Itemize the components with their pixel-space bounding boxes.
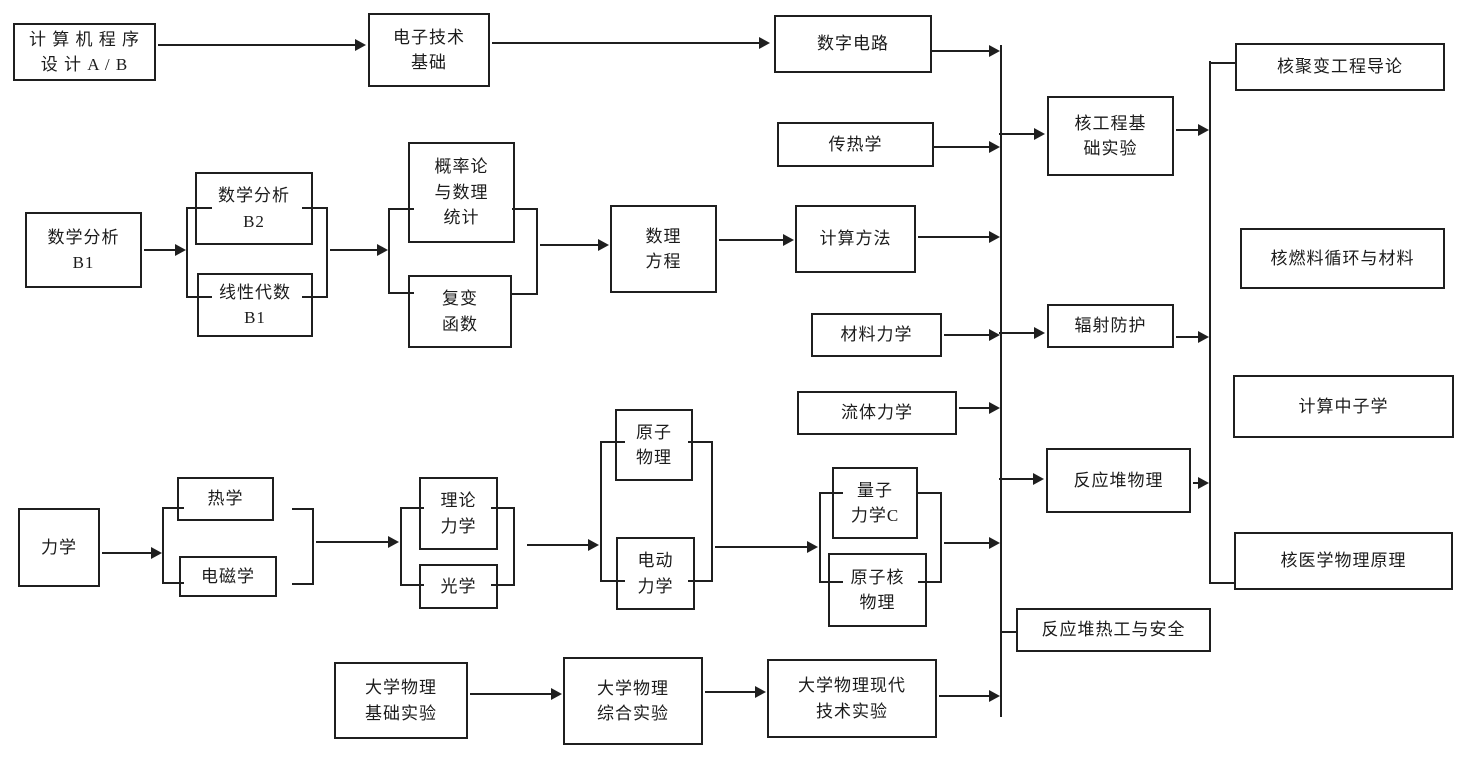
bracket-left-quantum-nuclear-pair	[819, 492, 843, 583]
node-math-physics-equations: 数理 方程	[610, 205, 717, 293]
node-thermology: 热学	[177, 477, 274, 521]
node-electrodynamics: 电动 力学	[616, 537, 695, 610]
node-electromagnetism: 电磁学	[179, 556, 277, 597]
bracket-left-prob-complex-pair	[388, 208, 414, 294]
node-computational-methods: 计算方法	[795, 205, 916, 273]
bracket-right-prob-complex-pair	[512, 208, 538, 295]
arrow-complab-to-modernlab	[705, 686, 766, 698]
bracket-right-theory-optics-pair	[491, 507, 515, 586]
arrow-bus-to-nuclear-lab	[999, 128, 1045, 140]
bracket-right-math-pair	[302, 207, 328, 298]
arrow-basiclab-to-complab	[470, 688, 562, 700]
arrow-nuclear-lab-to-bus2	[1176, 124, 1209, 136]
arrow-modernlab-to-bus	[939, 690, 1000, 702]
node-computer-programming: 计 算 机 程 序 设 计 A / B	[13, 23, 156, 81]
tick-nuclear-medicine	[1211, 582, 1235, 584]
bracket-right-quantum-nuclear-pair	[918, 492, 942, 583]
node-nuclear-engineering-lab: 核工程基 础实验	[1047, 96, 1174, 176]
node-nuclear-fuel-cycle: 核燃料循环与材料	[1240, 228, 1445, 289]
tick-fusion-intro	[1211, 62, 1236, 64]
arrow-reactor-physics-to-bus2	[1193, 477, 1209, 489]
arrow-electronics-to-digital	[492, 37, 770, 49]
arrow-bus-to-reactor-physics	[999, 473, 1044, 485]
node-electronic-technology: 电子技术 基础	[368, 13, 490, 87]
node-nuclear-medicine-physics: 核医学物理原理	[1234, 532, 1453, 590]
node-math-analysis-b1: 数学分析 B1	[25, 212, 142, 288]
tick-reactor-thermal-safety	[1002, 631, 1016, 633]
arrow-mathb1-to-pair	[144, 244, 186, 256]
arrow-materials-to-bus	[944, 329, 1000, 341]
arrow-fluid-to-bus	[959, 402, 1000, 414]
arrow-quantum-pair-to-bus	[944, 537, 1000, 549]
node-fluid-mechanics: 流体力学	[797, 391, 957, 435]
node-computational-neutronics: 计算中子学	[1233, 375, 1454, 438]
node-quantum-mechanics-c: 量子 力学C	[832, 467, 918, 539]
arrow-compmethods-to-bus	[918, 231, 1000, 243]
node-fusion-engineering-intro: 核聚变工程导论	[1235, 43, 1445, 91]
node-atomic-physics: 原子 物理	[615, 409, 693, 481]
node-physics-modern-tech-lab: 大学物理现代 技术实验	[767, 659, 937, 738]
arrow-radiation-to-bus2	[1176, 331, 1209, 343]
arrow-atomic-pair-to-quantum-pair	[715, 541, 818, 553]
arrow-theory-pair-to-atomic-pair	[527, 539, 599, 551]
node-probability-statistics: 概率论 与数理 统计	[408, 142, 515, 243]
arrow-mechanics-to-pair	[102, 547, 162, 559]
node-mechanics: 力学	[18, 508, 100, 587]
bracket-right-atomic-ed-pair	[688, 441, 713, 582]
arrow-programming-to-electronics	[158, 39, 366, 51]
bus-line-right	[1209, 61, 1211, 584]
arrow-thermo-pair-to-theory-pair	[316, 536, 399, 548]
node-complex-functions: 复变 函数	[408, 275, 512, 348]
node-linear-algebra-b1: 线性代数 B1	[197, 273, 313, 337]
node-theoretical-mechanics: 理论 力学	[419, 477, 498, 550]
bracket-left-math-pair	[186, 207, 212, 298]
node-physics-basic-lab: 大学物理 基础实验	[334, 662, 468, 739]
node-nuclear-physics: 原子核 物理	[828, 553, 927, 627]
bracket-left-theory-optics-pair	[400, 507, 424, 586]
node-material-mechanics: 材料力学	[811, 313, 942, 357]
node-math-analysis-b2: 数学分析 B2	[195, 172, 313, 245]
node-radiation-protection: 辐射防护	[1047, 304, 1174, 348]
arrow-mathphys-to-compmethods	[719, 234, 794, 246]
bus-line-left	[1000, 45, 1002, 717]
node-physics-comprehensive-lab: 大学物理 综合实验	[563, 657, 703, 745]
arrow-bus-to-radiation	[999, 327, 1045, 339]
node-optics: 光学	[419, 564, 498, 609]
node-reactor-physics: 反应堆物理	[1046, 448, 1191, 513]
bracket-left-thermo-em-pair	[162, 507, 184, 584]
arrow-digital-to-bus	[932, 45, 1000, 57]
arrow-heattransfer-to-bus	[934, 141, 1000, 153]
arrow-mathpair-to-probpair	[330, 244, 388, 256]
bracket-left-atomic-ed-pair	[600, 441, 625, 582]
arrow-probpair-to-mathphys	[540, 239, 609, 251]
bracket-right-thermo-em-pair	[292, 508, 314, 585]
node-heat-transfer: 传热学	[777, 122, 934, 167]
node-reactor-thermal-safety: 反应堆热工与安全	[1016, 608, 1211, 652]
node-digital-circuits: 数字电路	[774, 15, 932, 73]
